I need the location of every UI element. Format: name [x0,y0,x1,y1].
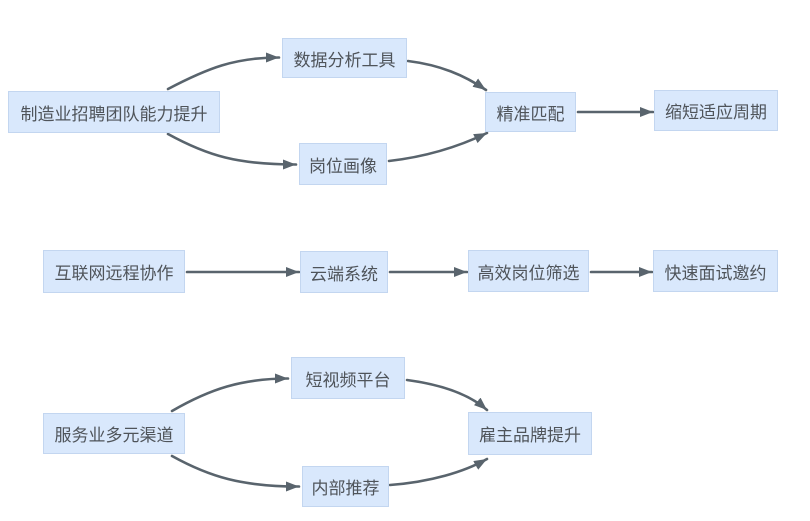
edge-f1-source-to-top [166,52,281,91]
node-internal-referral: 内部推荐 [302,466,389,507]
node-employer-brand-improvement: 雇主品牌提升 [468,412,592,455]
edge-f1-bottom-to-merge [387,131,489,163]
node-data-analysis-tools: 数据分析工具 [282,38,407,78]
node-efficient-job-screening: 高效岗位筛选 [468,250,589,292]
edge-f3-top-to-result [405,378,489,412]
node-job-profile: 岗位画像 [299,143,387,185]
node-precise-matching: 精准匹配 [485,92,576,132]
node-manufacturing-team-capability: 制造业招聘团队能力提升 [8,91,220,133]
node-short-video-platform: 短视频平台 [291,357,405,399]
edge-f3-source-to-bottom [170,454,301,492]
edge-f1-top-to-merge [406,59,488,92]
node-cloud-system: 云端系统 [300,251,388,293]
node-fast-interview-invitation: 快速面试邀约 [653,250,778,292]
edge-f3-bottom-to-result [388,457,489,487]
edge-f1-source-to-bottom [166,132,298,170]
node-service-industry-multi-channel: 服务业多元渠道 [43,413,185,454]
edge-f3-source-to-top [170,373,290,413]
node-internet-remote-collaboration: 互联网远程协作 [43,250,185,293]
node-shorten-adaptation-cycle: 缩短适应周期 [654,90,778,131]
